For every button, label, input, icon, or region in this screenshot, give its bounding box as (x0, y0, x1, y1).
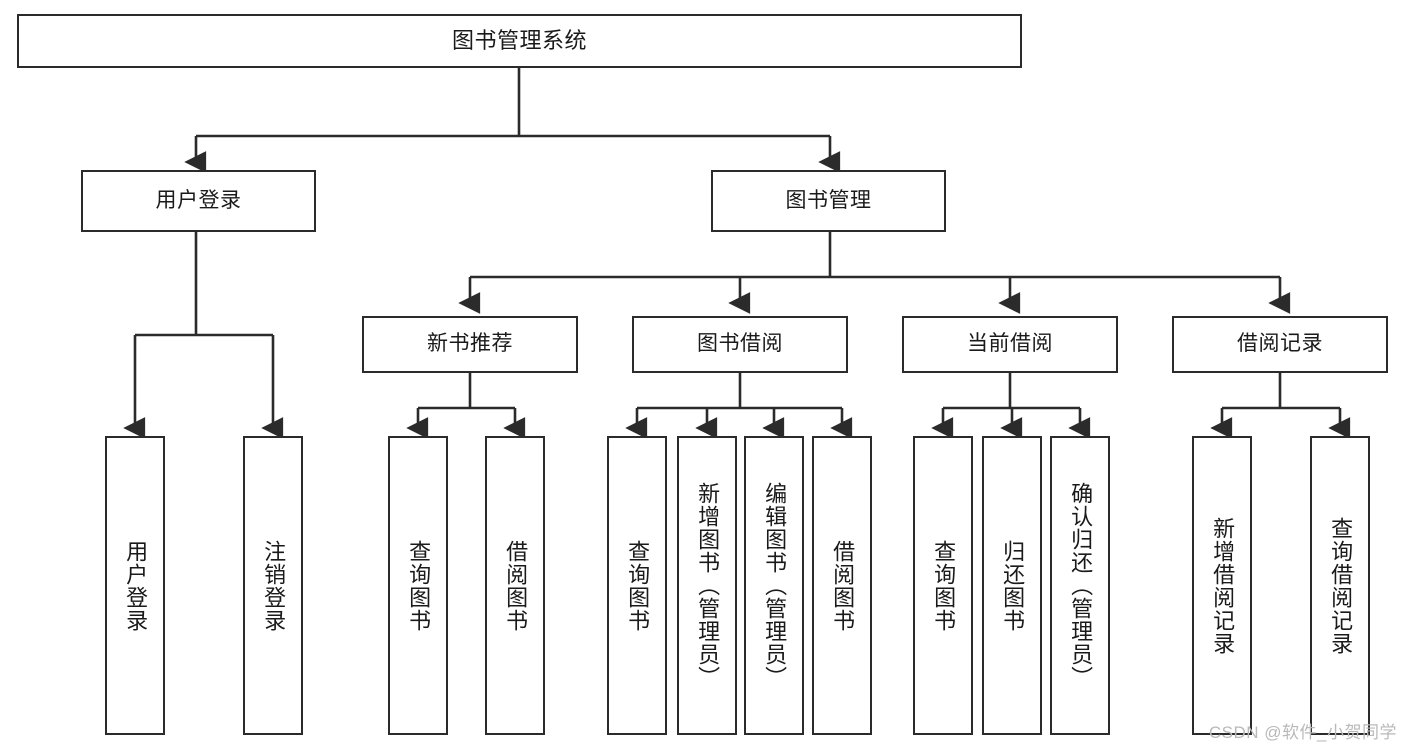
leaf-return-books[interactable]: 归还图书 (982, 436, 1042, 735)
leaf-query-books-recommend[interactable]: 查询图书 (388, 436, 448, 735)
leaf-borrow-books-recommend[interactable]: 借阅图书 (485, 436, 545, 735)
node-label: 用户登录 (123, 539, 149, 632)
node-label: 借阅图书 (830, 539, 856, 632)
node-book-borrowing[interactable]: 图书借阅 (632, 316, 848, 373)
node-label: 编辑图书（管理员） (762, 482, 788, 689)
node-label: 查询图书 (406, 539, 432, 632)
node-label: 图书管理 (785, 188, 872, 212)
node-label: 新增借阅记录 (1210, 516, 1236, 655)
node-label: 当前借阅 (967, 332, 1053, 356)
leaf-query-books-borrow[interactable]: 查询图书 (607, 436, 667, 735)
leaf-user-login[interactable]: 用户登录 (105, 436, 165, 735)
node-user-login[interactable]: 用户登录 (81, 170, 316, 232)
node-label: 注销登录 (261, 539, 287, 632)
node-label: 查询借阅记录 (1328, 516, 1354, 655)
leaf-logout[interactable]: 注销登录 (243, 436, 303, 735)
node-current-borrowing[interactable]: 当前借阅 (902, 316, 1118, 373)
node-label: 查询图书 (625, 539, 651, 632)
node-label: 查询图书 (931, 539, 957, 632)
node-book-management[interactable]: 图书管理 (711, 170, 946, 232)
node-label: 新增图书（管理员） (695, 482, 721, 689)
node-label: 新书推荐 (427, 332, 513, 356)
node-label: 图书管理系统 (451, 28, 587, 54)
node-label: 借阅记录 (1237, 332, 1323, 356)
leaf-borrow-books[interactable]: 借阅图书 (812, 436, 872, 735)
leaf-query-books-current[interactable]: 查询图书 (913, 436, 973, 735)
leaf-add-borrow-record[interactable]: 新增借阅记录 (1192, 436, 1252, 735)
leaf-add-book-admin[interactable]: 新增图书（管理员） (677, 436, 737, 735)
node-root-book-management-system[interactable]: 图书管理系统 (17, 14, 1022, 68)
node-label: 确认归还（管理员） (1068, 482, 1094, 689)
node-borrowing-records[interactable]: 借阅记录 (1172, 316, 1388, 373)
node-label: 图书借阅 (697, 332, 783, 356)
node-label: 用户登录 (155, 188, 242, 212)
node-new-book-recommendation[interactable]: 新书推荐 (362, 316, 578, 373)
leaf-query-borrow-record[interactable]: 查询借阅记录 (1310, 436, 1370, 735)
node-label: 归还图书 (1000, 539, 1026, 632)
node-label: 借阅图书 (503, 539, 529, 632)
leaf-confirm-return-admin[interactable]: 确认归还（管理员） (1050, 436, 1110, 735)
leaf-edit-book-admin[interactable]: 编辑图书（管理员） (744, 436, 804, 735)
